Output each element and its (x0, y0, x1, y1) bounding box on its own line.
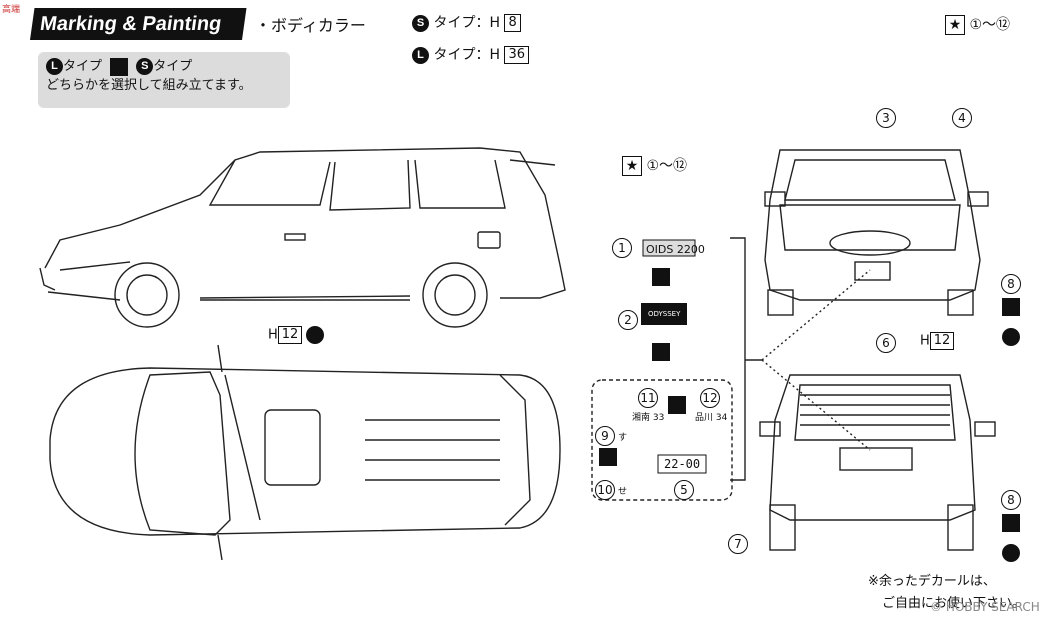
decal-1-text: OIDS 2200 (646, 243, 705, 256)
star-icon: ★ (622, 156, 642, 176)
callout-8: 8 (1001, 274, 1021, 294)
rear-view-car-drawing (759, 374, 996, 551)
l-type-badge: L (412, 46, 429, 64)
decal-mark-icon (668, 396, 686, 414)
star-icon: ★ (945, 15, 965, 35)
l-type-code: 36 (504, 46, 529, 64)
paint-mark-icon (306, 326, 325, 344)
callout-10: 10 (595, 480, 615, 500)
side-paint-prefix: H (268, 327, 278, 343)
decal-mark-icon (599, 448, 617, 466)
decal-mark-icon (652, 268, 670, 286)
callout-4: 4 (952, 108, 972, 128)
callout-2: 2 (618, 310, 638, 330)
decal-mark-icon (1002, 514, 1020, 532)
s-type-code: 8 (504, 14, 521, 32)
title-text: Marking & Painting (38, 13, 223, 35)
paint-mark-icon (1002, 328, 1020, 346)
l-type-text: タイプ：H (433, 47, 500, 63)
watermark-logo: 高端 (2, 2, 72, 40)
page-title: Marking & Painting (30, 8, 247, 40)
decal-range-top: ★ ①～⑫ (945, 14, 1010, 35)
s-type-text: タイプ：H (433, 15, 500, 31)
decal-range-top-text: ①～⑫ (969, 17, 1011, 33)
front-paint-code: 12 (929, 332, 955, 350)
plate-11-text: 湘南 33 (632, 413, 665, 423)
decal-mark-icon (1002, 298, 1020, 316)
side-paint-code: 12 (277, 326, 303, 344)
decal-2-text: ODYSSEY (648, 310, 681, 318)
plate-10-kana: せ (618, 487, 628, 497)
plate-main-text: 22-00 (664, 457, 701, 471)
watermark-bottom: © HOBBY SEARCH (930, 600, 1040, 614)
s-type-line: S タイプ：H 8 (412, 12, 521, 32)
callout-3: 3 (876, 108, 896, 128)
callout-8b: 8 (1001, 490, 1021, 510)
side-view-car-drawing (39, 147, 566, 328)
note-s-badge: S (136, 58, 154, 75)
paint-mark-icon (1002, 544, 1020, 562)
callout-1: 1 (612, 238, 632, 258)
note-l-badge: L (46, 58, 63, 75)
note-s-text: タイプ (153, 59, 193, 74)
decal-mark-icon (110, 57, 129, 76)
plate-12-text: 品川 34 (695, 413, 728, 423)
front-view-car-drawing (764, 149, 989, 316)
watermark-top-text: 高端 (2, 5, 21, 15)
body-color-label: ・ボディカラー (255, 16, 366, 35)
footnote-line2: ご自由にお使い下さい。 (882, 596, 1026, 611)
decal-mark-icon (652, 343, 670, 361)
callout-7: 7 (728, 534, 748, 554)
top-view-car-drawing (49, 344, 561, 561)
callout-12: 12 (700, 388, 720, 408)
front-paint-prefix: H (920, 333, 930, 349)
s-type-badge: S (412, 14, 429, 32)
callout-6: 6 (876, 333, 896, 353)
callout-9: 9 (595, 426, 615, 446)
l-type-line: L タイプ：H 36 (412, 44, 529, 64)
decal-range-mid-text: ①～⑫ (646, 158, 688, 174)
note-line2: どちらかを選択して組み立てます。 (46, 78, 252, 93)
plate-9-kana: す (618, 433, 628, 443)
decal-range-mid: ★ ①～⑫ (622, 155, 687, 176)
footnote-line1: ※余ったデカールは、 (868, 574, 996, 589)
note-l-text: タイプ (63, 59, 103, 74)
callout-11: 11 (638, 388, 658, 408)
callout-5: 5 (674, 480, 694, 500)
